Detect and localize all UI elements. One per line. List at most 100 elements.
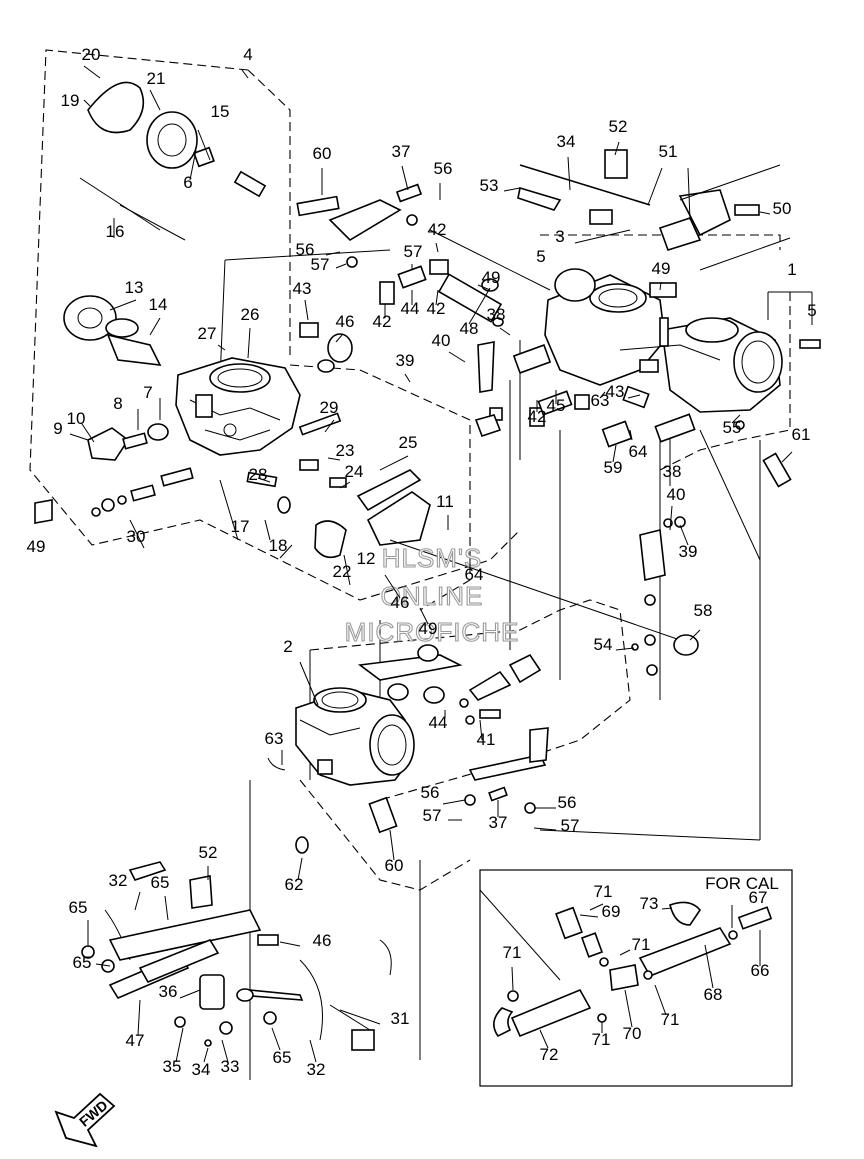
leader-line: [129, 519, 145, 549]
small-parts-middle-lower: [267, 644, 549, 854]
leader-line: [579, 914, 599, 918]
leader-line: [384, 574, 401, 599]
callout-label: 57: [561, 816, 580, 835]
leader-line: [343, 554, 351, 586]
leader-line: [661, 907, 673, 910]
small-parts-middle-right: [389, 516, 699, 676]
callout-label: 62: [285, 875, 304, 894]
leader-line: [304, 299, 309, 321]
callout-label: 33: [221, 1057, 240, 1076]
callout-label: 7: [143, 383, 152, 402]
callout-label: 43: [606, 382, 625, 401]
callout-label: 10: [67, 409, 86, 428]
leader-line: [647, 167, 663, 206]
leader-line: [615, 647, 635, 651]
callout-label: 46: [313, 931, 332, 950]
leader-line: [511, 966, 514, 991]
callout-label: 32: [109, 871, 128, 890]
callout-label: 22: [333, 562, 352, 581]
callout-label: 5: [536, 247, 545, 266]
callout-label: 35: [163, 1057, 182, 1076]
callout-label: 11: [436, 492, 454, 511]
leader-line: [448, 351, 466, 363]
leader-line: [599, 391, 606, 399]
leader-line: [629, 429, 633, 441]
callout-label: 37: [392, 142, 411, 161]
callout-label: 52: [199, 843, 218, 862]
leader-line: [435, 242, 439, 253]
callout-label: 34: [557, 132, 576, 151]
leader-line: [654, 984, 667, 1016]
callout-label: 41: [477, 730, 496, 749]
callout-label: 71: [592, 1030, 611, 1049]
callout-label: 2: [283, 637, 292, 656]
connector-lines: [219, 229, 761, 1080]
leader-line: [149, 89, 161, 111]
callout-label: 56: [558, 793, 577, 812]
group-outline-bottom: [299, 779, 471, 891]
leader-line: [335, 334, 343, 343]
callout-label: 38: [663, 462, 682, 481]
leader-line: [401, 165, 409, 191]
callout-label: 23: [336, 441, 355, 460]
leader-line: [567, 156, 571, 191]
callout-label: 42: [428, 220, 447, 239]
callout-label: 14: [149, 295, 168, 314]
callout-label: 49: [482, 268, 501, 287]
group-outline-3: [540, 234, 781, 250]
callout-label: 44: [429, 713, 448, 732]
callout-label: 60: [313, 144, 332, 163]
leader-line: [81, 423, 95, 443]
leader-line: [539, 1029, 549, 1049]
callout-label: 59: [604, 458, 623, 477]
callout-label: 65: [73, 953, 92, 972]
callout-label: 54: [594, 635, 613, 654]
leader-line: [589, 903, 604, 911]
leader-line: [83, 65, 101, 79]
callout-label: 57: [423, 806, 442, 825]
fwd-arrow-icon: FWD: [54, 1092, 116, 1148]
leader-line: [499, 327, 511, 336]
callout-label: 39: [396, 351, 415, 370]
callout-label: 15: [211, 102, 230, 121]
callout-label: 34: [192, 1060, 211, 1079]
callout-label: 65: [273, 1048, 292, 1067]
diaphragm-cover-assembly: [63, 81, 267, 366]
carburetor-lower: [295, 687, 415, 786]
callout-label: 4: [243, 45, 252, 64]
callout-label: 12: [357, 549, 376, 568]
callout-label: 53: [480, 176, 499, 195]
leader-line: [175, 1027, 184, 1063]
callout-label: 45: [547, 396, 566, 415]
callout-label: 48: [460, 319, 479, 338]
callout-label: 38: [487, 305, 506, 324]
leader-line: [389, 829, 395, 861]
callout-label: 58: [694, 601, 713, 620]
callout-label: 21: [147, 69, 166, 88]
callout-label: 69: [602, 902, 621, 921]
leader-line: [109, 299, 137, 311]
callout-label: 49: [419, 619, 438, 638]
callout-label: 46: [336, 312, 355, 331]
leader-line: [279, 544, 293, 559]
callout-label: 6: [183, 173, 192, 192]
leader-line: [612, 444, 617, 463]
leader-line: [137, 999, 141, 1036]
leader-line: [325, 251, 341, 256]
leader-line: [339, 481, 351, 489]
leader-line: [479, 719, 483, 741]
group-outline-right: [659, 292, 791, 471]
for-cal-box: [479, 869, 793, 1087]
callout-label: 25: [399, 433, 418, 452]
watermark-line-2: ONLINE: [381, 581, 484, 611]
leader-line: [324, 419, 335, 433]
callout-label: 19: [61, 91, 80, 110]
leader-line: [704, 944, 714, 989]
callout-label: 44: [401, 299, 420, 318]
callout-label: 17: [231, 517, 250, 536]
callout-label: 51: [659, 142, 678, 161]
carburetor-upper-right: [544, 268, 783, 413]
leader-line: [297, 857, 303, 881]
leader-line: [781, 451, 793, 463]
